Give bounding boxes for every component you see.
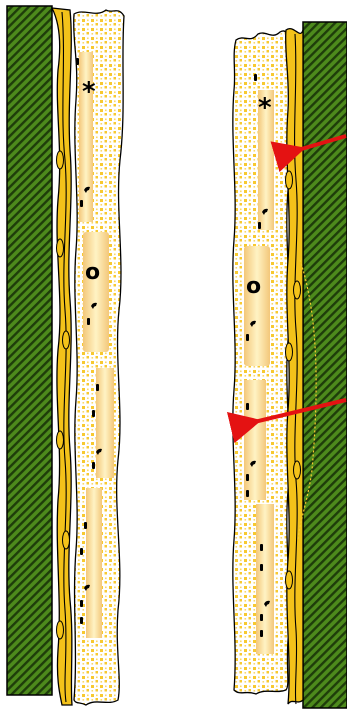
left-core-segment [86, 488, 102, 638]
right-circle-mark: o [246, 274, 261, 299]
left-nucleus [57, 431, 64, 449]
right-panel: * o [233, 22, 347, 708]
left-panel: * o [7, 6, 124, 705]
right-nucleus [286, 571, 293, 589]
right-core-segment [256, 504, 274, 654]
left-core-segment [83, 232, 109, 352]
left-nucleus [57, 151, 64, 169]
left-nucleus [63, 531, 70, 549]
left-nucleus [63, 331, 70, 349]
right-nucleus [294, 461, 301, 479]
left-wall [7, 6, 52, 695]
left-nucleus [57, 239, 64, 257]
right-wall [303, 22, 347, 708]
left-circle-mark: o [85, 260, 100, 285]
right-core-segment [244, 380, 266, 500]
right-nucleus [286, 171, 293, 189]
right-nucleus [286, 343, 293, 361]
right-nucleus [294, 281, 301, 299]
left-asterisk-mark: * [82, 77, 96, 107]
left-nucleus [57, 621, 64, 639]
left-membrane [52, 8, 72, 705]
right-core-segment [244, 246, 270, 366]
right-asterisk-mark: * [258, 93, 272, 123]
